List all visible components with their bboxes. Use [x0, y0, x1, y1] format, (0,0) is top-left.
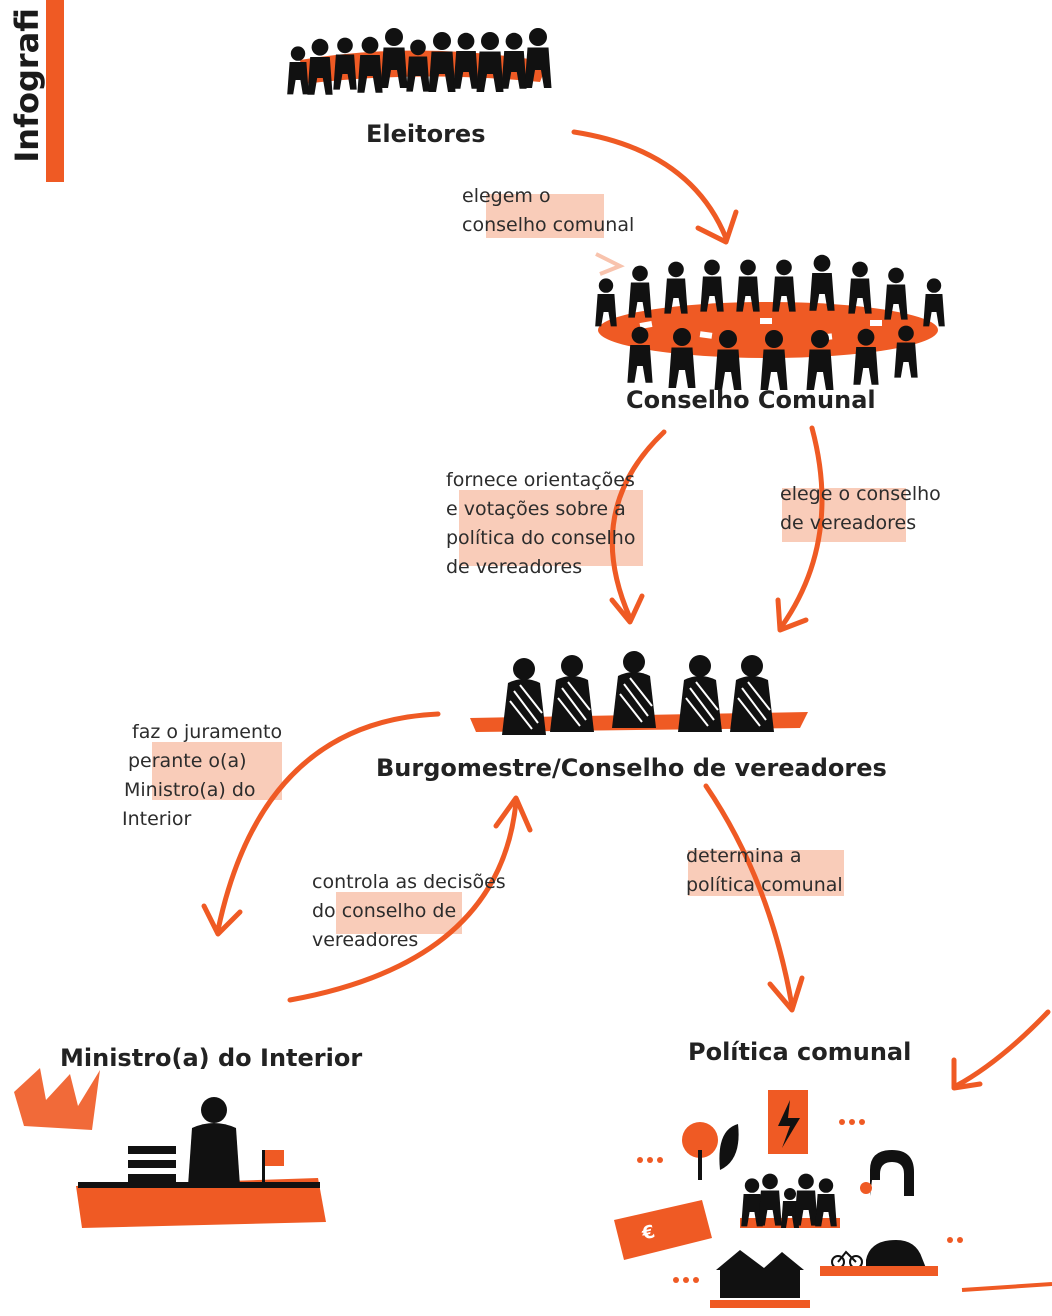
- arrow-council-to-board-left: [609, 429, 667, 621]
- edge-label-controla: controla as decisões do conselho de vere…: [312, 871, 506, 951]
- arrow-minister-to-board: [287, 799, 519, 1003]
- arrow-voters-to-council: [571, 129, 729, 241]
- highlight-elegem: [486, 194, 604, 238]
- highlight-juramento: [152, 742, 282, 800]
- arrowhead-board-to-minister: [201, 903, 243, 937]
- arrowhead-external-to-policy: [951, 1057, 983, 1091]
- faded-arrow-icon: [595, 252, 625, 276]
- node-title-conselho: Conselho Comunal: [626, 386, 876, 414]
- voters-crowd-icon: [287, 28, 552, 95]
- highlight-controla: [336, 892, 462, 934]
- arrowhead-board-to-policy: [767, 975, 805, 1013]
- municipal-policy-icons: [614, 1090, 1052, 1308]
- side-tab-accent-bar: [46, 0, 64, 182]
- council-table-icon: [595, 254, 945, 390]
- highlight-elege: [782, 488, 906, 542]
- arrow-board-to-minister: [215, 711, 441, 933]
- arrow-external-to-policy: [953, 1009, 1051, 1089]
- side-tab: Infografi: [0, 0, 64, 182]
- node-title-ministro: Ministro(a) do Interior: [60, 1044, 363, 1072]
- euro-icon: €: [639, 1221, 657, 1245]
- arrow-council-to-board-right: [779, 425, 825, 629]
- edge-label-elegem: elegem o conselho comunal: [462, 185, 635, 236]
- arrowhead-council-to-board-left: [609, 593, 645, 625]
- aldermen-board-icon: [470, 650, 808, 736]
- edge-label-juramento: faz o juramento perante o(a) Ministro(a)…: [122, 721, 283, 830]
- edge-label-fornece: fornece orientações e votações sobre a p…: [446, 469, 636, 578]
- node-title-eleitores: Eleitores: [366, 120, 486, 148]
- arrowhead-council-to-board-right: [775, 597, 809, 633]
- edge-label-elege: elege o conselho de vereadores: [780, 483, 941, 534]
- arrowhead-voters-to-council: [695, 209, 739, 245]
- arrow-board-to-policy: [703, 783, 795, 1009]
- edge-label-determina: determina a política comunal: [686, 845, 843, 896]
- node-title-burgomestre: Burgomestre/Conselho de vereadores: [376, 754, 887, 782]
- minister-desk-icon: [14, 1068, 326, 1228]
- highlight-determina: [688, 850, 844, 896]
- node-title-politica: Política comunal: [688, 1038, 912, 1066]
- arrowhead-minister-to-board: [493, 795, 533, 833]
